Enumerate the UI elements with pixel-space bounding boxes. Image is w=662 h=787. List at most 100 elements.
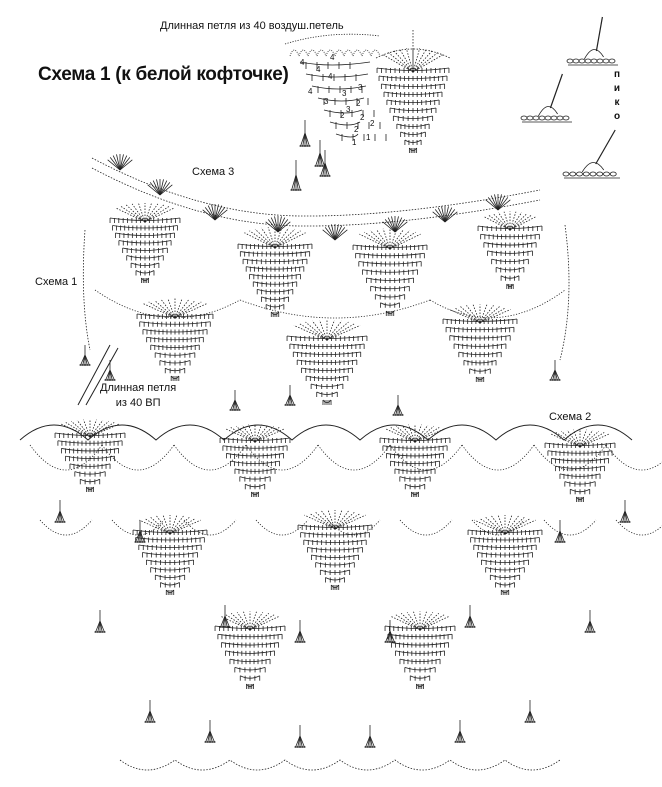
scheme-2-panel	[19, 419, 633, 771]
top-loop-note: Длинная петля из 40 воздуш.петель	[160, 20, 344, 32]
panel-chain	[543, 519, 597, 536]
panel-chain	[317, 444, 391, 471]
panel-chain	[101, 444, 175, 471]
panel-chain	[471, 519, 525, 536]
panel-pineapple	[544, 429, 616, 502]
row-number: 2	[356, 99, 361, 108]
row-number: 4	[328, 72, 333, 81]
band-chain	[94, 289, 241, 319]
band-chain	[239, 299, 431, 319]
row-number: 4	[316, 65, 321, 74]
top-tassel	[290, 160, 302, 191]
panel-chain	[111, 519, 165, 536]
row-number: 2	[340, 111, 345, 120]
band-pineapple	[237, 227, 313, 317]
panel-pineapple	[219, 424, 291, 497]
panel-chain	[461, 444, 535, 471]
band-tassel	[104, 360, 116, 381]
panel-pineapple	[297, 510, 373, 590]
panel-tassel	[219, 605, 231, 628]
band-tassel	[549, 360, 561, 381]
panel-chain	[389, 444, 463, 471]
diagram-drawing	[19, 16, 662, 771]
piko-letter: п	[613, 69, 621, 80]
panel-chain	[327, 519, 381, 536]
long-loop-line-1: Длинная петля	[100, 382, 177, 394]
band-chain	[429, 289, 566, 319]
scheme-3-garland	[91, 154, 541, 241]
panel-chain	[533, 444, 607, 471]
row-number: 2	[370, 119, 375, 128]
diagram-title: Схема 1 (к белой кофточке)	[38, 64, 289, 85]
panel-tassel	[384, 620, 396, 643]
row-number: 3	[358, 83, 363, 92]
scheme-3-label: Схема 3	[192, 166, 235, 178]
band-tassel	[79, 345, 91, 366]
panel-tassel	[204, 720, 216, 743]
panel-chain	[605, 444, 662, 471]
panel-tassel	[454, 720, 466, 743]
piko-letter: и	[613, 83, 621, 94]
panel-chain	[29, 444, 103, 471]
panel-tassel	[144, 700, 156, 723]
row-number: 2	[354, 125, 359, 134]
panel-chain	[173, 444, 247, 471]
top-tassel	[299, 120, 311, 147]
panel-tassel	[524, 700, 536, 723]
panel-chain	[615, 519, 662, 536]
band-tassel	[229, 390, 241, 411]
scheme-2-label: Схема 2	[549, 411, 592, 423]
top-tassel	[314, 140, 326, 167]
band-pineapple	[136, 298, 214, 381]
panel-chain	[39, 519, 93, 536]
top-pineapple	[376, 48, 450, 153]
long-loop-note: Длинная петля из 40 ВП	[100, 381, 176, 411]
panel-chain	[183, 519, 237, 536]
row-number: 3	[346, 105, 351, 114]
band-tassel	[392, 395, 404, 416]
band-pineapple	[286, 320, 368, 405]
scheme-1-label: Схема 1	[35, 276, 78, 288]
row-number: 2	[360, 113, 365, 122]
panel-tassel	[364, 725, 376, 748]
panel-tassel	[464, 605, 476, 628]
panel-tassel	[584, 610, 596, 633]
band-tassel	[284, 385, 296, 406]
panel-pineapple	[214, 611, 286, 689]
panel-chain	[399, 519, 453, 536]
panel-pineapple	[467, 515, 543, 595]
fan-motif	[322, 224, 348, 241]
band-pineapple	[352, 228, 428, 316]
panel-pineapple	[384, 611, 456, 689]
panel-tassel	[134, 520, 146, 543]
piko-letter: о	[613, 111, 621, 122]
fan-motif	[265, 216, 291, 233]
stitch-sketches	[520, 16, 620, 179]
row-number: 3	[342, 89, 347, 98]
panel-tassel	[94, 610, 106, 633]
row-number: 4	[330, 53, 335, 62]
band-pineapple	[442, 304, 518, 382]
panel-pineapple	[54, 419, 126, 492]
fan-motif	[202, 204, 228, 221]
scheme-1-band	[77, 203, 570, 416]
top-tassel	[319, 150, 331, 177]
stitch-sketch	[566, 16, 618, 66]
fan-motif	[382, 216, 408, 233]
panel-tassel	[54, 500, 66, 523]
row-number: 1	[352, 138, 357, 147]
piko-letter: к	[614, 97, 620, 108]
top-fragment	[284, 30, 451, 141]
panel-tassel	[619, 500, 631, 523]
row-number: 1	[366, 133, 371, 142]
panel-tassel	[294, 620, 306, 643]
panel-chain	[255, 519, 309, 536]
panel-tassel	[294, 725, 306, 748]
fan-motif	[485, 194, 511, 211]
stitch-sketch	[520, 73, 572, 123]
row-number: 4	[308, 87, 313, 96]
band-pineapple	[477, 211, 543, 289]
